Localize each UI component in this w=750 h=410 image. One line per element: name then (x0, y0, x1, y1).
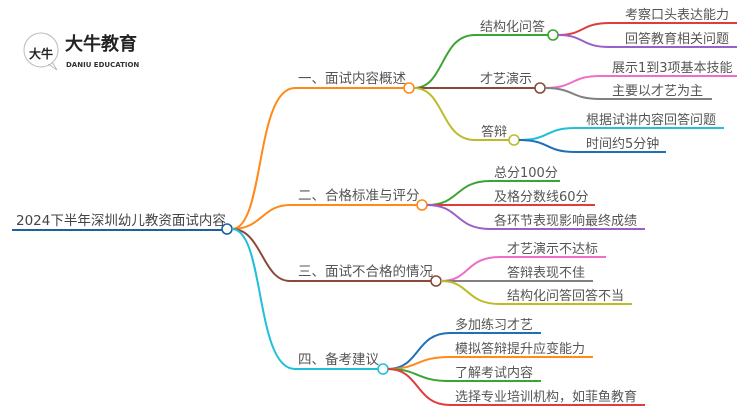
leaf-label: 才艺演示不达标 (507, 241, 598, 257)
leaf-label: 根据试讲内容回答问题 (586, 112, 716, 128)
leaf-label: 展示1到3项基本技能 (612, 61, 733, 76)
leaf-label: 总分100分 (494, 166, 558, 181)
leaf-label: 及格分数线60分 (494, 189, 589, 205)
leaf-label: 考察口头表达能力 (625, 8, 729, 23)
logo-name-en: DANIU EDUCATION (66, 61, 139, 69)
leaf-label: 了解考试内容 (455, 365, 533, 381)
leaf-label: 结构化问答回答不当 (507, 288, 624, 304)
branch-label: 四、备考建议 (298, 351, 379, 368)
leaf-label: 回答教育相关问题 (625, 31, 729, 47)
logo-mark: 大牛 (29, 46, 53, 61)
leaf-label: 主要以才艺为主 (612, 84, 703, 99)
branch-label: 一、面试内容概述 (298, 70, 406, 87)
branch-2[interactable]: 二、合格标准与评分 总分100分 及格分数线60分 各环节表现影响最终成绩 (231, 166, 645, 230)
branch-connector-icon[interactable] (403, 82, 415, 94)
branch-label: 二、合格标准与评分 (298, 188, 420, 204)
sub-branch-label: 答辩 (481, 124, 507, 140)
sub-branch-connector-icon[interactable] (508, 134, 520, 146)
leaf-label: 多加练习才艺 (455, 317, 533, 333)
sub-branch-connector-icon[interactable] (534, 82, 546, 94)
root-label: 2024下半年深圳幼儿教资面试内容 (16, 212, 226, 229)
branch-3[interactable]: 三、面试不合格的情况 才艺演示不达标 答辩表现不佳 结构化问答回答不当 (231, 228, 632, 305)
root-connector-icon[interactable] (221, 223, 233, 235)
sub-branch-label: 才艺演示 (480, 71, 532, 87)
branch-connector-icon[interactable] (377, 363, 389, 375)
branch-4[interactable]: 四、备考建议 多加练习才艺 模拟答辩提升应变能力 了解考试内容 选择专业培训机构… (231, 228, 645, 406)
leaf-label: 各环节表现影响最终成绩 (494, 213, 637, 229)
sub-branch-label: 结构化问答 (480, 19, 545, 35)
branch-connector-icon[interactable] (430, 275, 442, 287)
leaf-label: 答辩表现不佳 (507, 265, 585, 281)
logo-badge-icon (23, 32, 59, 68)
leaf-label: 选择专业培训机构，如菲鱼教育 (455, 389, 637, 405)
branch-label: 三、面试不合格的情况 (298, 264, 433, 280)
leaf-label: 时间约5分钟 (586, 136, 659, 152)
branch-connector-icon[interactable] (416, 199, 428, 211)
logo: 大牛 大牛教育 DANIU EDUCATION (23, 32, 139, 71)
root-node[interactable]: 2024下半年深圳幼儿教资面试内容 (12, 212, 233, 235)
branch-1[interactable]: 一、面试内容概述 结构化问答 考察口头表达能力 回答教育相关问题 才艺演示 展示… (231, 8, 737, 230)
sub-branch-connector-icon[interactable] (547, 29, 559, 41)
logo-name-cn: 大牛教育 (65, 33, 137, 55)
leaf-label: 模拟答辩提升应变能力 (455, 341, 585, 357)
